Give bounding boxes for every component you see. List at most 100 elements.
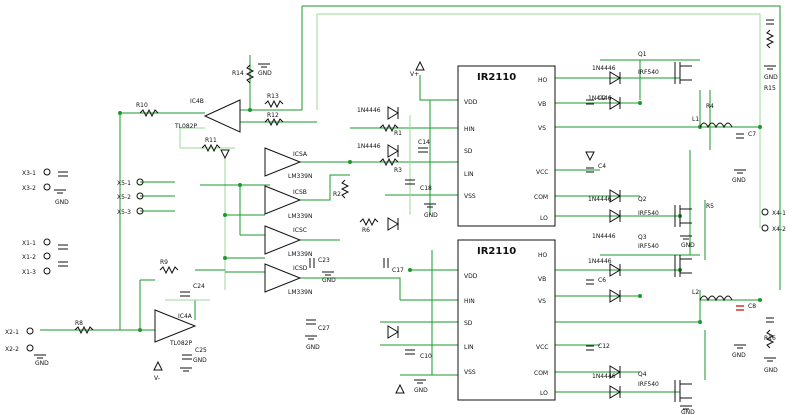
ground-symbol: GND [180,357,207,372]
comparator-stack: ICSA LM339N ICSB LM339N ICSC LM339N ICSD… [264,147,312,296]
capacitor [383,258,389,268]
driver-1-label: IR2110 [477,72,516,83]
capacitor-ref: C24 [193,283,205,290]
connectors-left: X3-1 X3-2 X1-1 X1-2 X1-3 X2-1 X2-2 [5,168,51,353]
comparator-ref: ICSD [293,265,308,272]
capacitor [418,147,428,153]
capacitor-ref: C17 [392,267,404,274]
capacitor [405,179,415,185]
resistor-ref: R10 [136,102,148,109]
capacitor-ref: C25 [195,347,207,354]
ground-symbol: GND [34,354,49,367]
ground-symbols: GND GND GND GND GND GND GND GND GND GND … [34,63,778,415]
capacitor-ref: C6 [598,277,606,284]
connector-label: X5-1 [117,180,131,187]
resistor-ref: R12 [267,112,279,119]
connector-label: X1-2 [22,254,36,261]
opamp-ic4b: IC4B TL082P [174,98,241,133]
resistor-ref: R11 [205,137,217,144]
svg-text:GND: GND [414,387,428,394]
capacitor [309,258,315,268]
capacitor-ref: C14 [418,139,430,146]
capacitor-ref: C7 [748,131,756,138]
wire-network [40,5,781,393]
mosfet-ref: Q2 [638,196,647,203]
comparator-part: LM339N [288,213,312,220]
opamp-ref: IC4A [178,313,193,320]
inductor-ref: L1 [692,116,699,123]
capacitor [586,279,594,285]
capacitor [182,354,192,360]
ir2110-driver-1: IR2110 VDD HIN SD LIN VSS HO VB VS VCC C… [457,65,556,227]
capacitor [306,319,316,325]
pin-label: VS [538,125,546,132]
svg-text:GND: GND [732,177,746,184]
capacitor [736,305,744,311]
opamp-ic4a: IC4A TL082P [154,309,197,347]
ground-symbol: GND [764,357,778,374]
vminus-label: V- [154,375,160,382]
pin-label: HO [538,252,548,259]
pin-label: HO [538,77,548,84]
mosfet-q2: Q2 IRF540 [638,196,692,227]
connector-label: X1-1 [22,240,36,247]
comparator-ref: ICSA [293,151,308,158]
diode-label: 1N4446 [592,233,616,240]
ground-symbol: GND [424,203,438,219]
resistor-ref: R8 [75,320,83,327]
pin-label: HIN [464,126,475,133]
inductor-l1: L1 [692,116,733,129]
capacitor [766,317,774,323]
opamp-part: TL082P [174,123,197,130]
ground-symbol: GND [258,63,272,77]
connector-label: X1-3 [22,269,36,276]
svg-text:GND: GND [306,344,320,351]
connectors-mid: X5-1 X5-2 X5-3 [117,178,144,216]
mosfet-ref: Q3 [638,234,647,241]
diode-label: 1N4446 [588,95,612,102]
inductor-l2: L2 [692,289,733,302]
svg-text:GND: GND [681,409,695,415]
pin-label: COM [534,194,548,201]
connector-label: X4-2 [772,226,786,233]
ground-symbol: GND [732,169,746,184]
ground-symbol: GND [680,235,695,249]
capacitor-ref: C2 [598,95,606,102]
connector-label: X3-1 [22,170,36,177]
capacitor [766,19,774,25]
diodes: 1N4446 1N4446 1N4446 1N4446 1N4446 1N444… [357,65,621,399]
svg-text:GND: GND [764,367,778,374]
ground-symbol: GND [764,65,778,81]
capacitor-ref: C10 [420,353,432,360]
capacitor-ref: C23 [318,257,330,264]
svg-text:GND: GND [55,199,69,206]
svg-text:GND: GND [732,352,746,359]
capacitor-ref: C8 [748,303,756,310]
capacitor-ref: C27 [318,325,330,332]
pin-label: VSS [464,369,476,376]
mosfet-q1: Q1 IRF540 [638,51,692,84]
capacitor-ref: C12 [598,343,610,350]
opamp-ref: IC4B [190,98,204,105]
resistor-ref: R9 [160,259,168,266]
mosfet-q3: Q3 IRF540 [638,234,692,277]
resistor-ref: R16 [764,335,776,342]
ir2110-driver-2: IR2110 VDD HIN SD LIN VSS HO VB VS VCC C… [457,239,556,401]
capacitor [586,345,594,351]
comparator-part: LM339N [288,173,312,180]
comparator-part: LM339N [288,289,312,296]
supply-arrows: V+ V- [153,60,595,394]
pin-label: HIN [464,298,475,305]
connector-label: X5-3 [117,209,131,216]
ground-symbol: GND [305,335,320,351]
mosfet-part: IRF540 [638,69,659,76]
inductor-ref: L2 [692,289,699,296]
connector-label: X2-2 [5,346,19,353]
pin-label: VCC [536,169,548,176]
pin-label: VDD [464,273,478,280]
ground-symbol: GND [680,405,695,415]
capacitor [736,133,744,139]
capacitor [58,261,68,267]
capacitor [586,167,594,173]
pin-label: VB [538,276,546,283]
